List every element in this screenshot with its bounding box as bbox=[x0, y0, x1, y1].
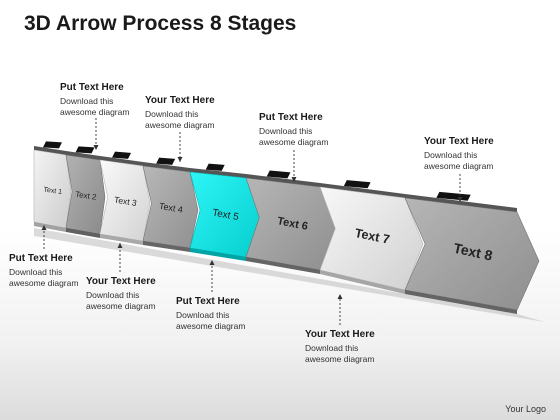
annotation-top-4: Your Text Here Download this awesome dia… bbox=[424, 136, 516, 172]
stage-label: Text 7 bbox=[354, 226, 391, 247]
stage-bottom-edge bbox=[100, 234, 143, 245]
annotation-heading: Put Text Here bbox=[9, 253, 73, 264]
stage-label: Text 2 bbox=[75, 190, 98, 202]
stage-bottom-edge bbox=[66, 228, 100, 238]
stage-top-tab bbox=[343, 180, 371, 189]
annotation-body: Download this awesome diagram bbox=[424, 150, 494, 171]
stage-top-edge bbox=[320, 183, 405, 198]
stage-label: Text 1 bbox=[43, 186, 63, 196]
annotation-heading: Your Text Here bbox=[305, 329, 375, 340]
stage-2: Text 2 bbox=[65, 146, 106, 238]
stage-top-tab bbox=[112, 151, 132, 159]
annotation-heading: Your Text Here bbox=[145, 95, 215, 106]
stage-top-tab bbox=[436, 191, 471, 201]
annotation-heading: Put Text Here bbox=[259, 112, 323, 123]
stage-top-tab bbox=[156, 157, 176, 165]
stage-arrow-face bbox=[33, 149, 72, 229]
stage-top-edge bbox=[405, 194, 517, 212]
annotation-bottom-4: Your Text Here Download this awesome dia… bbox=[305, 329, 397, 365]
stage-top-tab bbox=[266, 170, 291, 179]
stage-bottom-edge bbox=[246, 257, 320, 274]
leader-arrowhead bbox=[117, 243, 123, 248]
stage-top-edge bbox=[34, 146, 66, 155]
annotation-body: Download this awesome diagram bbox=[305, 343, 375, 364]
annotation-heading: Your Text Here bbox=[424, 136, 494, 147]
annotation-bottom-1: Put Text Here Download this awesome diag… bbox=[9, 253, 101, 289]
annotation-body: Download this awesome diagram bbox=[145, 109, 215, 130]
leader-arrowhead bbox=[337, 294, 343, 299]
stage-5: Text 5 bbox=[189, 163, 261, 261]
stage-label: Text 4 bbox=[158, 201, 183, 215]
annotation-heading: Your Text Here bbox=[86, 276, 156, 287]
stage-bottom-edge bbox=[190, 248, 246, 261]
leader-arrowhead bbox=[177, 157, 183, 162]
leader-arrowhead bbox=[209, 260, 215, 265]
process-shadow bbox=[34, 228, 545, 322]
stage-label: Text 6 bbox=[276, 215, 309, 233]
annotation-top-1: Put Text Here Download this awesome diag… bbox=[60, 82, 152, 118]
stage-top-edge bbox=[100, 156, 143, 166]
stage-bottom-edge bbox=[320, 270, 405, 294]
annotation-heading: Put Text Here bbox=[176, 296, 240, 307]
stage-top-tab bbox=[205, 163, 225, 171]
annotation-bottom-2: Your Text Here Download this awesome dia… bbox=[86, 276, 178, 312]
stage-bottom-edge bbox=[405, 290, 517, 314]
annotation-body: Download this awesome diagram bbox=[9, 267, 79, 288]
annotation-body: Download this awesome diagram bbox=[176, 310, 246, 331]
annotation-heading: Put Text Here bbox=[60, 82, 124, 93]
annotation-body: Download this awesome diagram bbox=[259, 126, 329, 147]
stage-7: Text 7 bbox=[319, 180, 424, 294]
annotation-bottom-3: Put Text Here Download this awesome diag… bbox=[176, 296, 268, 332]
stage-3: Text 3 bbox=[99, 151, 151, 245]
diagram-title: 3D Arrow Process 8 Stages bbox=[24, 12, 297, 35]
stage-top-edge bbox=[66, 151, 100, 160]
footer-logo-text: Your Logo bbox=[505, 404, 546, 414]
stage-4: Text 4 bbox=[142, 157, 199, 252]
stage-top-edge bbox=[143, 162, 190, 172]
annotation-top-2: Your Text Here Download this awesome dia… bbox=[145, 95, 237, 131]
stage-label: Text 3 bbox=[113, 195, 137, 209]
annotation-top-3: Put Text Here Download this awesome diag… bbox=[259, 112, 351, 148]
stage-8: Text 8 bbox=[404, 191, 540, 314]
leader-arrowhead bbox=[291, 177, 297, 182]
annotation-body: Download this awesome diagram bbox=[60, 96, 130, 117]
stage-top-edge bbox=[246, 174, 320, 187]
stage-top-tab bbox=[42, 141, 62, 149]
stage-bottom-edge bbox=[34, 222, 66, 232]
leader-arrowhead bbox=[41, 225, 47, 230]
stage-label: Text 5 bbox=[211, 207, 240, 223]
leader-arrowhead bbox=[93, 145, 99, 150]
stage-1: Text 1 bbox=[33, 141, 72, 232]
leader-arrowhead bbox=[457, 197, 463, 202]
stage-top-tab bbox=[75, 146, 95, 154]
annotation-body: Download this awesome diagram bbox=[86, 290, 156, 311]
stage-bottom-edge bbox=[143, 241, 190, 252]
stage-top-edge bbox=[190, 168, 246, 178]
